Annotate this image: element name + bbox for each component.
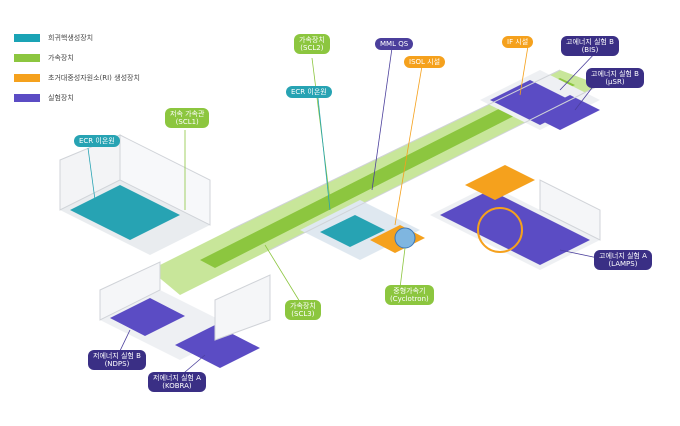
leader-line (399, 247, 406, 289)
leader-line (87, 147, 96, 201)
mml-qs-tag: MML QS (375, 38, 414, 50)
leader-line (317, 97, 331, 211)
leader-line (394, 65, 423, 226)
legend-label: 초거대중성자원소(RI) 생성장치 (48, 74, 140, 82)
high-energy-b2-area (530, 95, 600, 130)
legend-label: 희귀핵생성장치 (48, 34, 94, 42)
high-energy-a-area (440, 190, 590, 265)
ecr-mid-tag: ECR 이온원 (286, 86, 332, 98)
low-energy-a-area (175, 325, 260, 368)
low-energy-b-tag: 저에너지 실험 B (NDPS) (88, 350, 146, 370)
scl3-tag: 가속장치 (SCL3) (285, 300, 321, 320)
low-energy-b-area (110, 298, 185, 336)
cyclotron-tag: 중형가속기 (Cyclotron) (385, 285, 434, 305)
legend-label: 실험장치 (48, 94, 74, 102)
scl1-tag: 저속 가속관 (SCL1) (165, 108, 210, 128)
rare-isotope-area (465, 165, 535, 200)
legend-item: 초거대중성자원소(RI) 생성장치 (14, 68, 140, 88)
scl2-tag: 가속장치 (SCL2) (294, 34, 330, 54)
injector-area (70, 185, 180, 240)
if-facility-tag: IF 시설 (502, 36, 534, 48)
corridor-wall-line (269, 84, 601, 251)
legend-swatch (14, 54, 40, 62)
legend-swatch (14, 74, 40, 82)
legend: 희귀핵생성장치 가속장치 초거대중성자원소(RI) 생성장치 실험장치 (14, 28, 140, 108)
high-energy-b-tag: 고에너지 실험 B (BIS) (561, 36, 619, 56)
hall-wall (99, 261, 161, 321)
leader-line (371, 47, 393, 191)
leader-line (559, 249, 599, 259)
cyclotron-ring (394, 227, 416, 249)
low-energy-a-tag: 저에너지 실험 A (KOBRA) (148, 372, 206, 392)
accelerator-beamline (200, 78, 575, 268)
corridor-wall-line (229, 69, 561, 231)
isol-tag: ISOL 시설 (404, 56, 446, 68)
ecr-ion-source-tag: ECR 이온원 (74, 135, 120, 147)
legend-item: 희귀핵생성장치 (14, 28, 140, 48)
legend-item: 실험장치 (14, 88, 140, 108)
left-building-wall (119, 134, 211, 226)
hall-wall (214, 274, 271, 341)
legend-item: 가속장치 (14, 48, 140, 68)
mid-ecr-area (320, 215, 385, 247)
leader-line (559, 49, 599, 91)
high-energy-b2-tag: 고에너지 실험 B (μSR) (586, 68, 644, 88)
leader-line (264, 244, 301, 303)
high-energy-a-tag: 고에너지 실험 A (LAMPS) (594, 250, 652, 270)
legend-swatch (14, 94, 40, 102)
leader-line (519, 45, 529, 96)
legend-swatch (14, 34, 40, 42)
legend-label: 가속장치 (48, 54, 74, 62)
hall-wall (539, 179, 601, 241)
beamline-ring (477, 207, 523, 253)
